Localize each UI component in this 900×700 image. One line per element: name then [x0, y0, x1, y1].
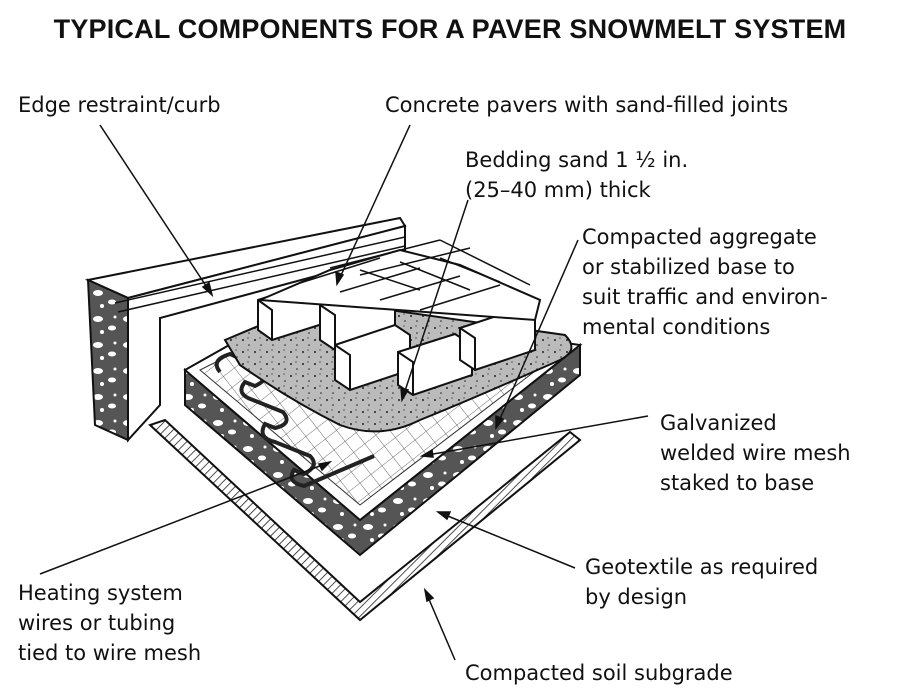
label-line: staked to base: [660, 471, 815, 495]
label-geotextile: Geotextile as required by design: [585, 552, 818, 612]
label-line: wires or tubing: [18, 611, 176, 635]
label-line: Compacted aggregate: [582, 225, 817, 249]
label-line: Geotextile as required: [585, 555, 819, 579]
label-heating-system: Heating system wires or tubing tied to w…: [18, 578, 201, 668]
label-line: Compacted soil subgrade: [465, 661, 733, 685]
label-line: tied to wire mesh: [18, 641, 202, 665]
label-edge-restraint: Edge restraint/curb: [18, 90, 221, 120]
label-line: Heating system: [18, 581, 183, 605]
subgrade-layer: [148, 418, 582, 622]
label-bedding-sand: Bedding sand 1 ½ in. (25–40 mm) thick: [465, 145, 688, 205]
label-line: Concrete pavers with sand-filled joints: [385, 93, 789, 117]
concrete-pavers: [257, 239, 542, 397]
label-line: mental conditions: [582, 315, 771, 339]
diagram-title: TYPICAL COMPONENTS FOR A PAVER SNOWMELT …: [53, 14, 847, 44]
label-line: Galvanized: [660, 411, 777, 435]
label-line: Edge restraint/curb: [18, 93, 221, 117]
label-line: or stabilized base to: [582, 255, 795, 279]
label-aggregate-base: Compacted aggregate or stabilized base t…: [582, 222, 828, 342]
label-wire-mesh: Galvanized welded wire mesh staked to ba…: [660, 408, 851, 498]
leader-lines: [39, 124, 649, 661]
label-line: welded wire mesh: [660, 441, 851, 465]
label-line: by design: [585, 585, 688, 609]
label-line: suit traffic and environ-: [582, 285, 828, 309]
label-line: (25–40 mm) thick: [465, 178, 651, 202]
label-concrete-pavers: Concrete pavers with sand-filled joints: [385, 90, 788, 120]
label-soil-subgrade: Compacted soil subgrade: [465, 658, 733, 688]
label-line: Bedding sand 1 ½ in.: [465, 148, 689, 172]
curb: [84, 216, 407, 443]
